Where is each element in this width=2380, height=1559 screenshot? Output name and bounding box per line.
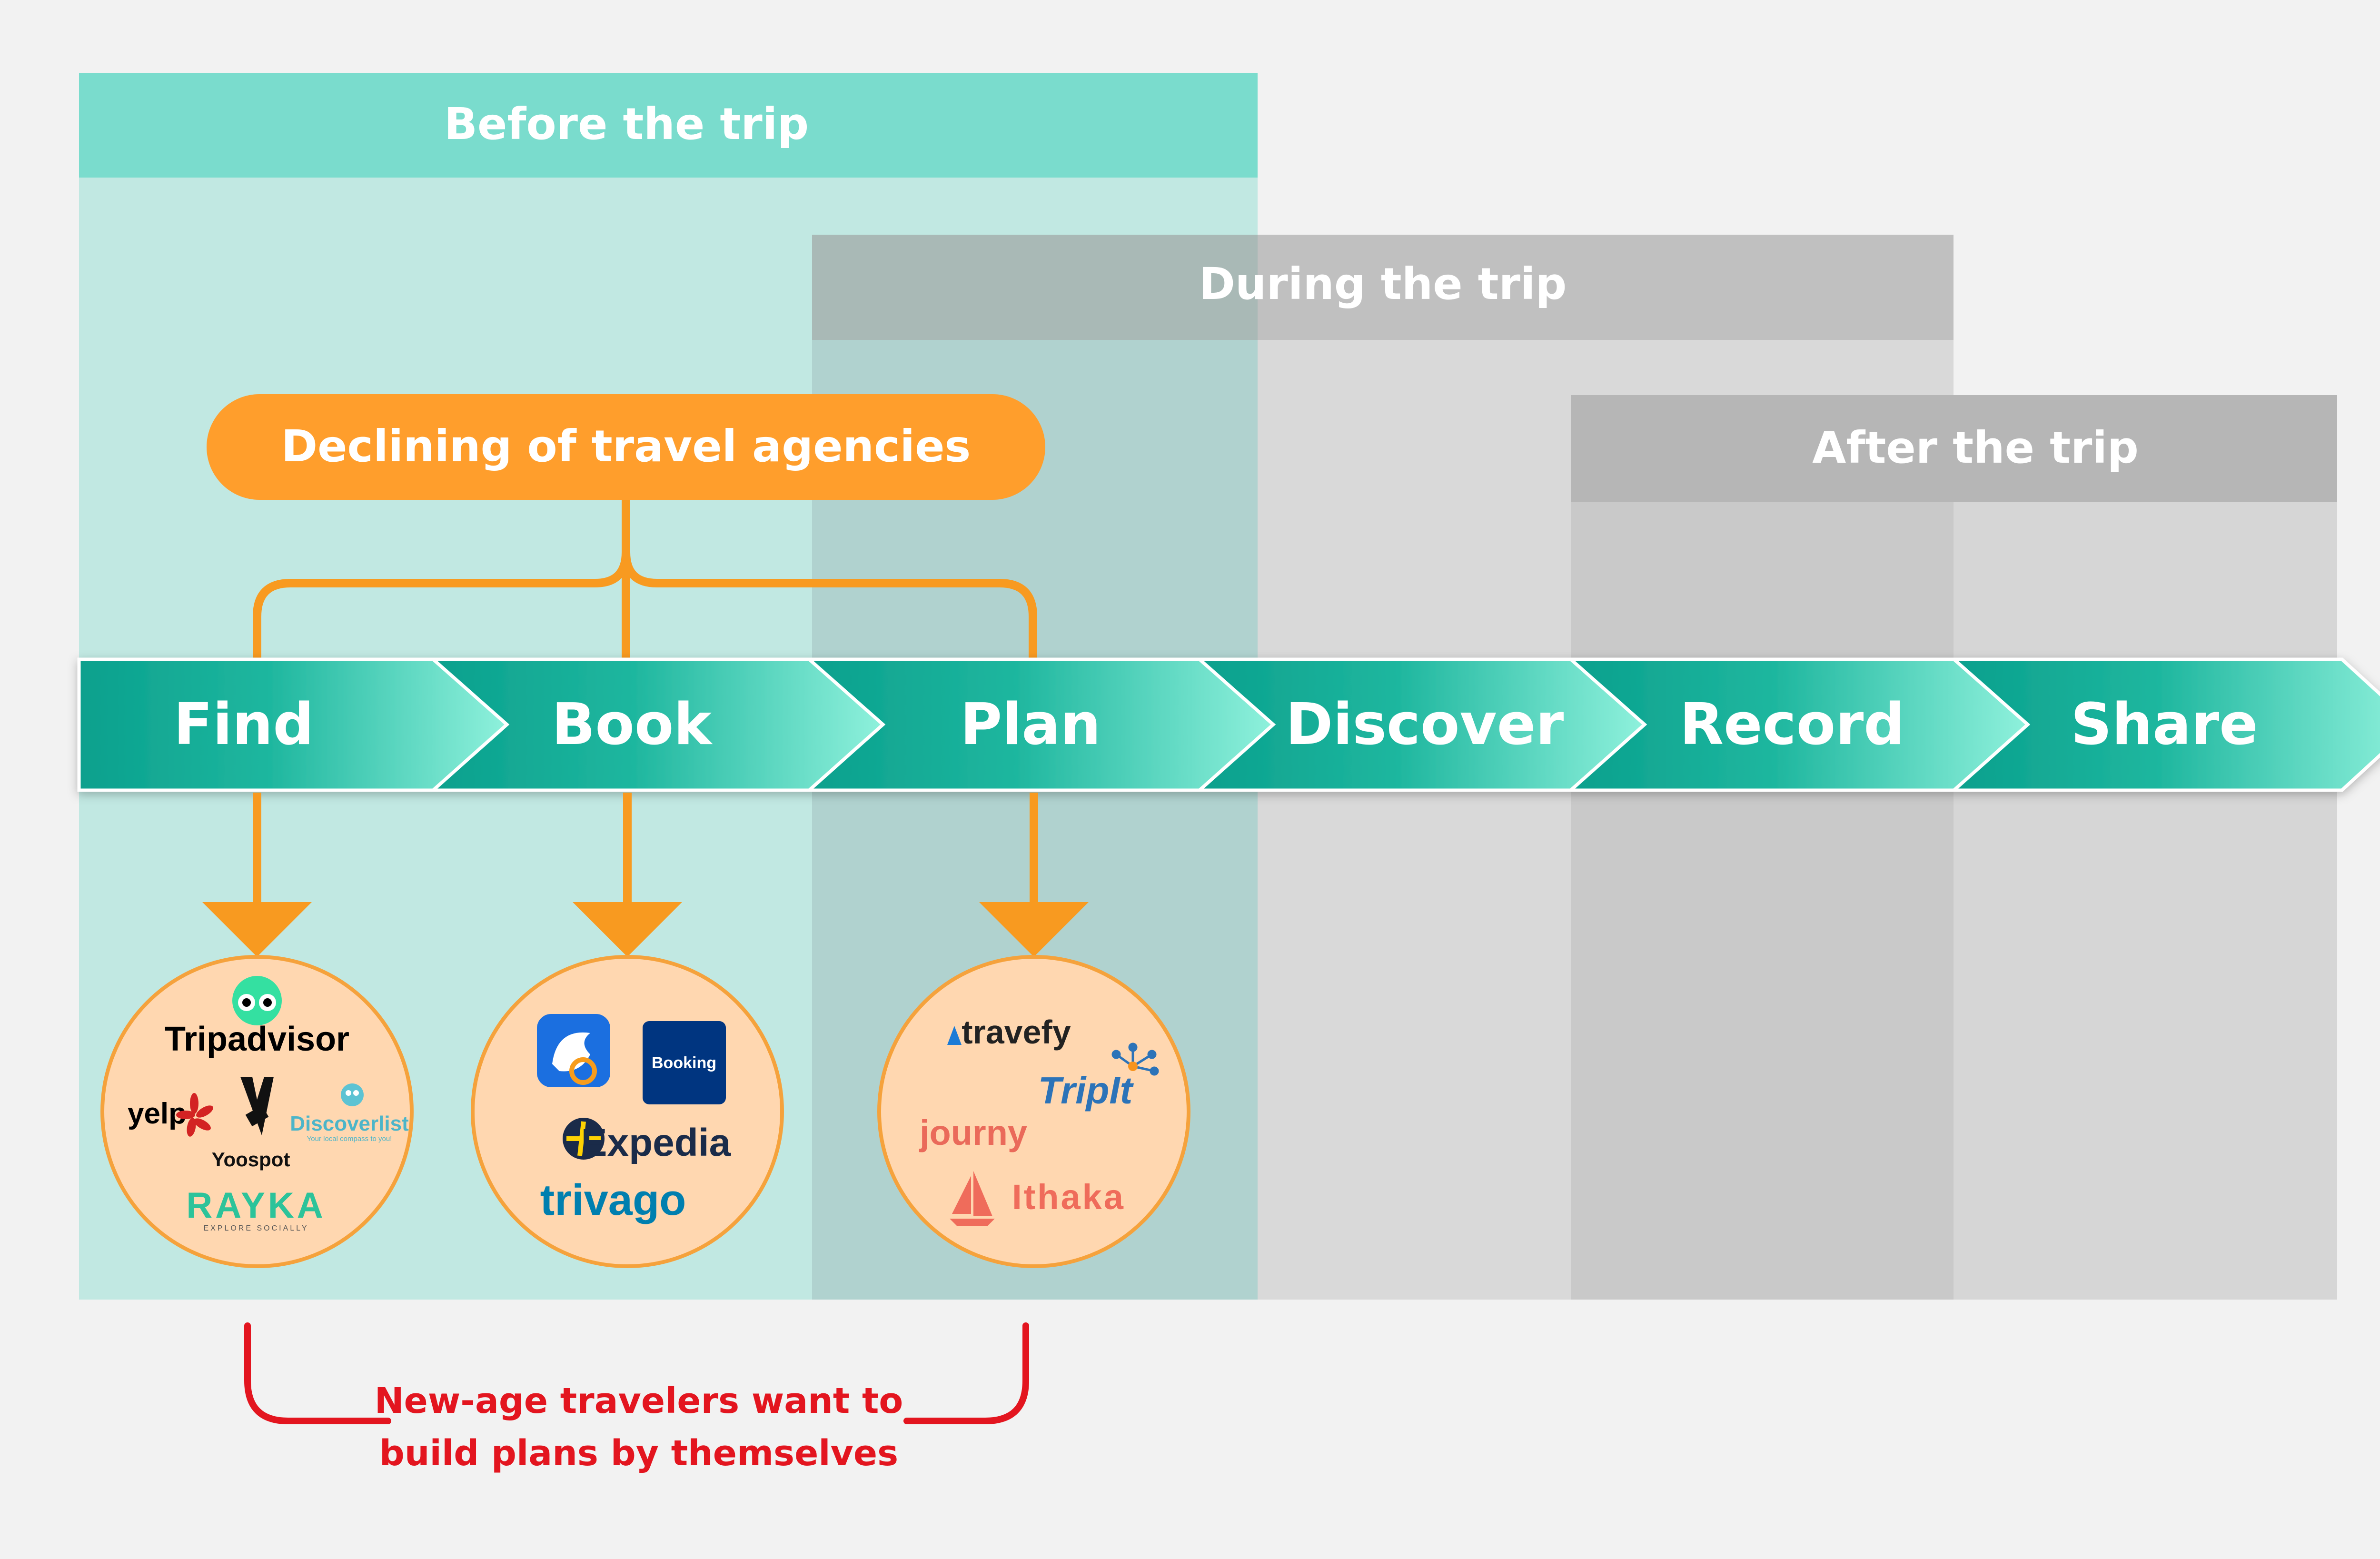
agency-pill bbox=[207, 394, 1045, 500]
discoverlist-wordmark: Discoverlist bbox=[290, 1112, 409, 1135]
note-line-2: build plans by themselves bbox=[379, 1433, 898, 1474]
expedia-logo: Expedia bbox=[563, 1118, 732, 1164]
down-arrows bbox=[202, 793, 1089, 957]
trivago-wordmark: trivago bbox=[540, 1176, 686, 1224]
yelp-burst-icon bbox=[176, 1093, 213, 1137]
ithaka-wordmark: Ithaka bbox=[1012, 1177, 1125, 1217]
pin-icon bbox=[240, 1077, 274, 1135]
sailboat-icon bbox=[950, 1171, 995, 1226]
journey-step-record: Record bbox=[1680, 692, 1904, 758]
note-bracket-right bbox=[903, 1322, 1029, 1424]
journey-step-book: Book bbox=[552, 692, 713, 758]
book-down-arrow-head bbox=[573, 902, 682, 957]
agency-connector bbox=[253, 500, 1037, 659]
find-logos-circle: Tripadvisor yelp Yoospot Discoverlist Yo… bbox=[100, 955, 414, 1268]
agency-decline-group: Declining of travel agencies bbox=[207, 394, 1045, 659]
trivago-logo: trivago bbox=[540, 1176, 686, 1224]
expedia-wordmark: Expedia bbox=[581, 1121, 732, 1164]
booking-logo: Booking bbox=[643, 1021, 726, 1104]
journey-step-plan: Plan bbox=[960, 692, 1101, 758]
phase-after: After the trip bbox=[1571, 395, 2337, 1300]
phase-after-overlap bbox=[1571, 502, 1954, 1300]
discoverlist-tagline: Your local compass to you! bbox=[307, 1135, 392, 1143]
journey-step-share: Share bbox=[2071, 692, 2258, 758]
rayka-tagline: EXPLORE SOCIALLY bbox=[203, 1224, 308, 1232]
phase-after-header bbox=[1571, 395, 2337, 502]
book-logos-circle: Booking Expedia trivago bbox=[471, 955, 784, 1268]
discoverlist-logo: Discoverlist Your local compass to you! bbox=[290, 1083, 409, 1143]
phase-before-title: Before the trip bbox=[444, 99, 809, 149]
owl-eyes-icon bbox=[232, 976, 282, 1025]
tripit-logo: TripIt bbox=[1038, 1043, 1159, 1112]
network-icon bbox=[1111, 1043, 1159, 1076]
ctrip-logo bbox=[537, 1014, 610, 1087]
journy-wordmark: journy bbox=[919, 1113, 1027, 1152]
journey-step-discover: Discover bbox=[1286, 692, 1564, 758]
phase-before-header bbox=[79, 73, 1258, 178]
journey-step-labels: Find Book Plan Discover Record Share bbox=[174, 692, 2258, 758]
phase-during-header-right bbox=[1258, 235, 1954, 340]
journy-logo: journy bbox=[919, 1113, 1027, 1152]
tripadvisor-wordmark: Tripadvisor bbox=[165, 1020, 349, 1058]
phase-during-header-left bbox=[812, 235, 1258, 340]
journey-steps bbox=[77, 657, 2380, 792]
note-line-1: New-age travelers want to bbox=[375, 1380, 903, 1421]
tripadvisor-logo: Tripadvisor bbox=[165, 976, 349, 1058]
rayka-wordmark: RAYKA bbox=[186, 1185, 326, 1226]
plan-down-arrow-head bbox=[979, 902, 1089, 957]
ithaka-logo: Ithaka bbox=[950, 1171, 1125, 1226]
mascot-icon bbox=[341, 1083, 364, 1106]
rayka-logo: RAYKA EXPLORE SOCIALLY bbox=[186, 1185, 326, 1232]
phase-during-title: During the trip bbox=[1199, 258, 1567, 309]
plan-logos-circle: travefy TripIt journy Ithaka bbox=[877, 955, 1190, 1268]
phase-after-title: After the trip bbox=[1812, 422, 2139, 473]
find-down-arrow-head bbox=[202, 902, 312, 957]
plan-circle bbox=[877, 955, 1190, 1268]
note-bracket-left bbox=[244, 1322, 391, 1424]
journey-step-share-shape bbox=[1949, 657, 2380, 792]
travefy-logo: travefy bbox=[947, 1013, 1071, 1051]
journey-step-find: Find bbox=[174, 692, 314, 758]
agency-pill-label: Declining of travel agencies bbox=[281, 421, 971, 472]
diy-planning-note: New-age travelers want to build plans by… bbox=[244, 1322, 1029, 1474]
yelp-logo: yelp bbox=[128, 1093, 213, 1137]
booking-wordmark: Booking bbox=[652, 1054, 716, 1072]
travefy-wordmark: travefy bbox=[962, 1013, 1071, 1051]
triangle-icon bbox=[947, 1026, 962, 1045]
yoospot-logo: Yoospot bbox=[212, 1077, 290, 1171]
booking-square-icon bbox=[643, 1021, 726, 1104]
tripit-wordmark: TripIt bbox=[1038, 1069, 1134, 1112]
yoospot-wordmark: Yoospot bbox=[212, 1148, 290, 1171]
